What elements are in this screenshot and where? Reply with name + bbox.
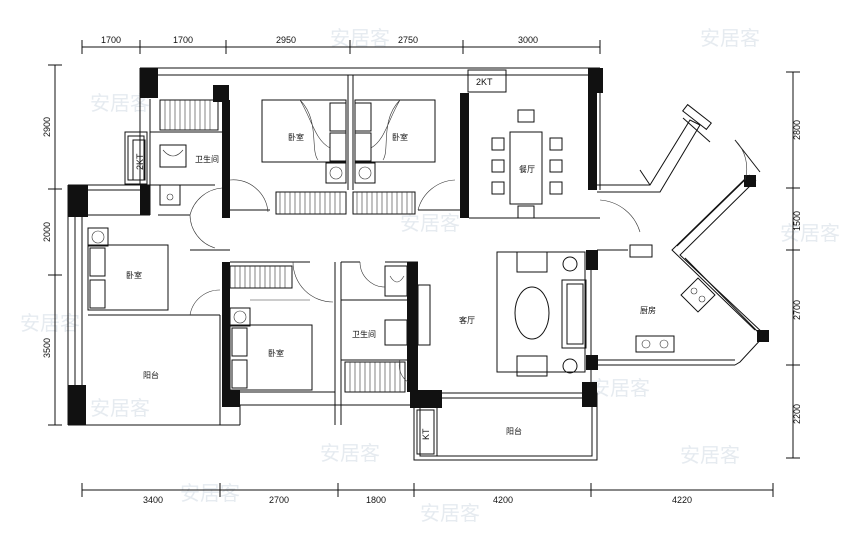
watermark: 安居客 (400, 211, 460, 235)
dimension-bottom: 3400 2700 1800 4200 4220 (81, 483, 774, 505)
watermark-layer: 安居客 安居客 安居客 安居客 安居客 安居客 安居客 安居客 安居客 安居客 … (20, 26, 840, 525)
ac-unit: 2KT (467, 69, 507, 93)
wall-blocks (68, 68, 769, 425)
kitchen-fixtures (629, 244, 716, 353)
dim-top-5: 3000 (518, 35, 538, 45)
room-labels: 卧室 卧室 卫生间 餐厅 卧室 客厅 厨房 卧室 卫生间 阳台 阳台 (126, 132, 656, 436)
dim-left-2: 2000 (42, 222, 52, 242)
room-label-bathroom: 卫生间 (195, 154, 219, 164)
watermark: 安居客 (20, 311, 80, 335)
ac-unit: KT (416, 409, 435, 455)
room-label-living: 客厅 (459, 315, 475, 325)
stair-hatch (159, 99, 416, 393)
dim-right-1: 2800 (792, 120, 802, 140)
bed (261, 99, 347, 184)
outer-walls (67, 67, 735, 461)
ac-label: 2KT (135, 153, 145, 170)
dim-top-4: 2750 (398, 35, 418, 45)
room-label-bathroom: 卫生间 (352, 329, 376, 339)
dimension-right: 2800 1500 2700 2200 (786, 71, 802, 459)
room-label-bedroom: 卧室 (392, 132, 408, 142)
bed (87, 227, 169, 311)
dim-right-3: 2700 (792, 300, 802, 320)
bed (229, 299, 313, 391)
room-label-balcony: 阳台 (143, 370, 159, 380)
dim-bottom-1: 3400 (143, 495, 163, 505)
watermark: 安居客 (90, 396, 150, 420)
watermark: 安居客 (320, 441, 380, 465)
dim-top-1: 1700 (101, 35, 121, 45)
dim-bottom-4: 4200 (493, 495, 513, 505)
watermark: 安居客 (420, 501, 480, 525)
dim-bottom-3: 1800 (366, 495, 386, 505)
east-wing (597, 103, 766, 366)
watermark: 安居客 (330, 26, 390, 50)
dim-bottom-2: 2700 (269, 495, 289, 505)
room-label-bedroom: 卧室 (268, 348, 284, 358)
watermark: 安居客 (780, 221, 840, 245)
watermark: 安居客 (700, 26, 760, 50)
ac-unit: 2KT (132, 139, 146, 181)
dim-top-2: 1700 (173, 35, 193, 45)
dimension-left: 2900 2000 3500 (42, 64, 62, 426)
radiator-hatch (234, 192, 413, 392)
dimension-top: 1700 1700 2950 2750 3000 (81, 35, 601, 54)
sofa-set (496, 251, 587, 377)
room-label-bedroom: 卧室 (288, 132, 304, 142)
room-label-kitchen: 厨房 (640, 305, 656, 315)
dining-table (491, 109, 563, 219)
bed (354, 99, 436, 184)
dim-left-1: 2900 (42, 117, 52, 137)
room-label-balcony: 阳台 (506, 426, 522, 436)
watermark: 安居客 (180, 481, 240, 505)
door-swings (189, 179, 456, 383)
room-label-dining: 餐厅 (519, 165, 535, 174)
dim-top-3: 2950 (276, 35, 296, 45)
ac-label: KT (421, 428, 431, 440)
bathroom-fixtures (384, 265, 431, 346)
ac-label: 2KT (476, 77, 493, 87)
dim-left-3: 3500 (42, 338, 52, 358)
dim-bottom-5: 4220 (672, 495, 692, 505)
room-label-bedroom: 卧室 (126, 270, 142, 280)
dim-right-2: 1500 (792, 211, 802, 231)
dim-right-4: 2200 (792, 404, 802, 424)
watermark: 安居客 (590, 376, 650, 400)
interior-walls (88, 75, 628, 425)
watermark: 安居客 (680, 443, 740, 467)
